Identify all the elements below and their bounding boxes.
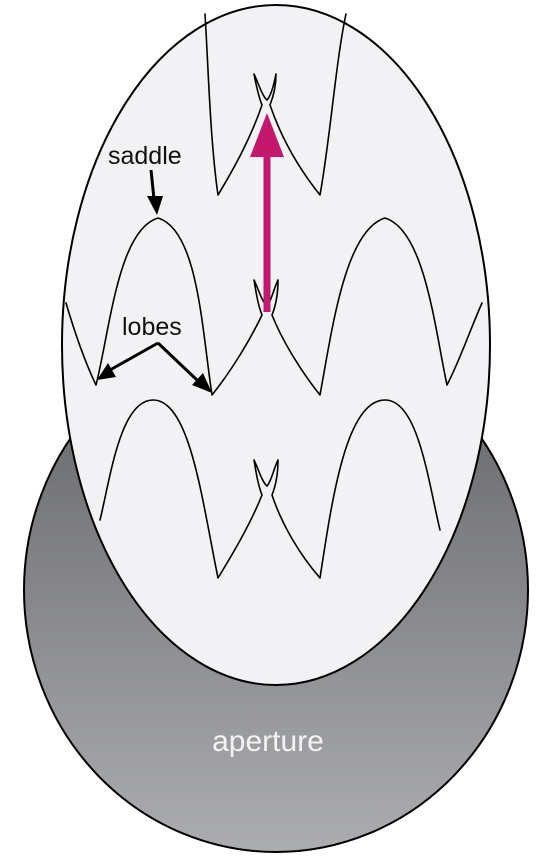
saddle-label: saddle	[108, 142, 182, 170]
shell-body	[62, 5, 490, 685]
aperture-label: aperture	[212, 725, 324, 758]
lobes-label: lobes	[122, 313, 182, 341]
